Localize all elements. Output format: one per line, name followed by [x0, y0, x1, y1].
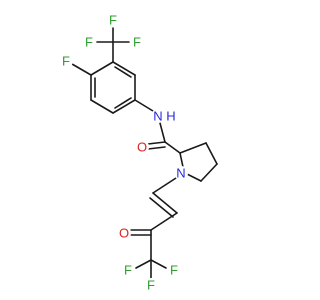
- atom-amide-n: N: [153, 109, 162, 124]
- atom-tf-f1: F: [124, 263, 132, 278]
- bond-ar-f: [71, 63, 92, 76]
- bond-ring-4: [112, 99, 136, 114]
- bond-ring-nh: [134, 99, 154, 112]
- atom-ketone-o: O: [119, 226, 129, 241]
- atom-ring-n: N: [176, 166, 185, 181]
- bond-co-c2: [164, 141, 181, 154]
- molecule-drawing: F F F F N H O N O F F F: [59, 12, 218, 293]
- atom-cf3-f1: F: [85, 35, 93, 50]
- atom-amide-h: H: [166, 109, 175, 124]
- bond-amide-co-1: [147, 141, 166, 145]
- atom-cf3-f3: F: [133, 35, 141, 50]
- bond-tf-f1: [135, 259, 152, 269]
- atom-tf-f2: F: [170, 263, 178, 278]
- bond-pyr-5: [179, 152, 184, 168]
- bond-ring-3: [90, 99, 114, 114]
- bond-pyr-2: [205, 142, 218, 165]
- structure-diagram: F F F F N H O N O F F F: [59, 12, 218, 293]
- bond-vinyl-1: [152, 192, 178, 214]
- bond-ring-inner-3: [114, 66, 132, 78]
- atom-ar-f: F: [62, 54, 70, 69]
- bond-tf-f2: [150, 259, 167, 269]
- atom-labels: F F F F N H O N O F F F: [59, 13, 188, 293]
- bond-n-vinyl: [152, 177, 177, 194]
- bond-vinyl-2: [149, 197, 174, 218]
- atom-cf3-f2: F: [109, 13, 117, 28]
- atom-tf-f3: F: [147, 278, 155, 293]
- bond-ring-inner-2: [114, 97, 132, 109]
- bond-nh-co: [159, 122, 166, 143]
- bond-vinyl-ketone: [150, 212, 178, 231]
- atom-amide-o: O: [137, 140, 147, 155]
- bond-ring-6: [112, 61, 136, 76]
- bond-pyr-1: [179, 142, 207, 154]
- bond-ring-1: [90, 61, 114, 76]
- bond-amide-co-2: [147, 146, 166, 150]
- bond-pyr-3: [200, 163, 218, 182]
